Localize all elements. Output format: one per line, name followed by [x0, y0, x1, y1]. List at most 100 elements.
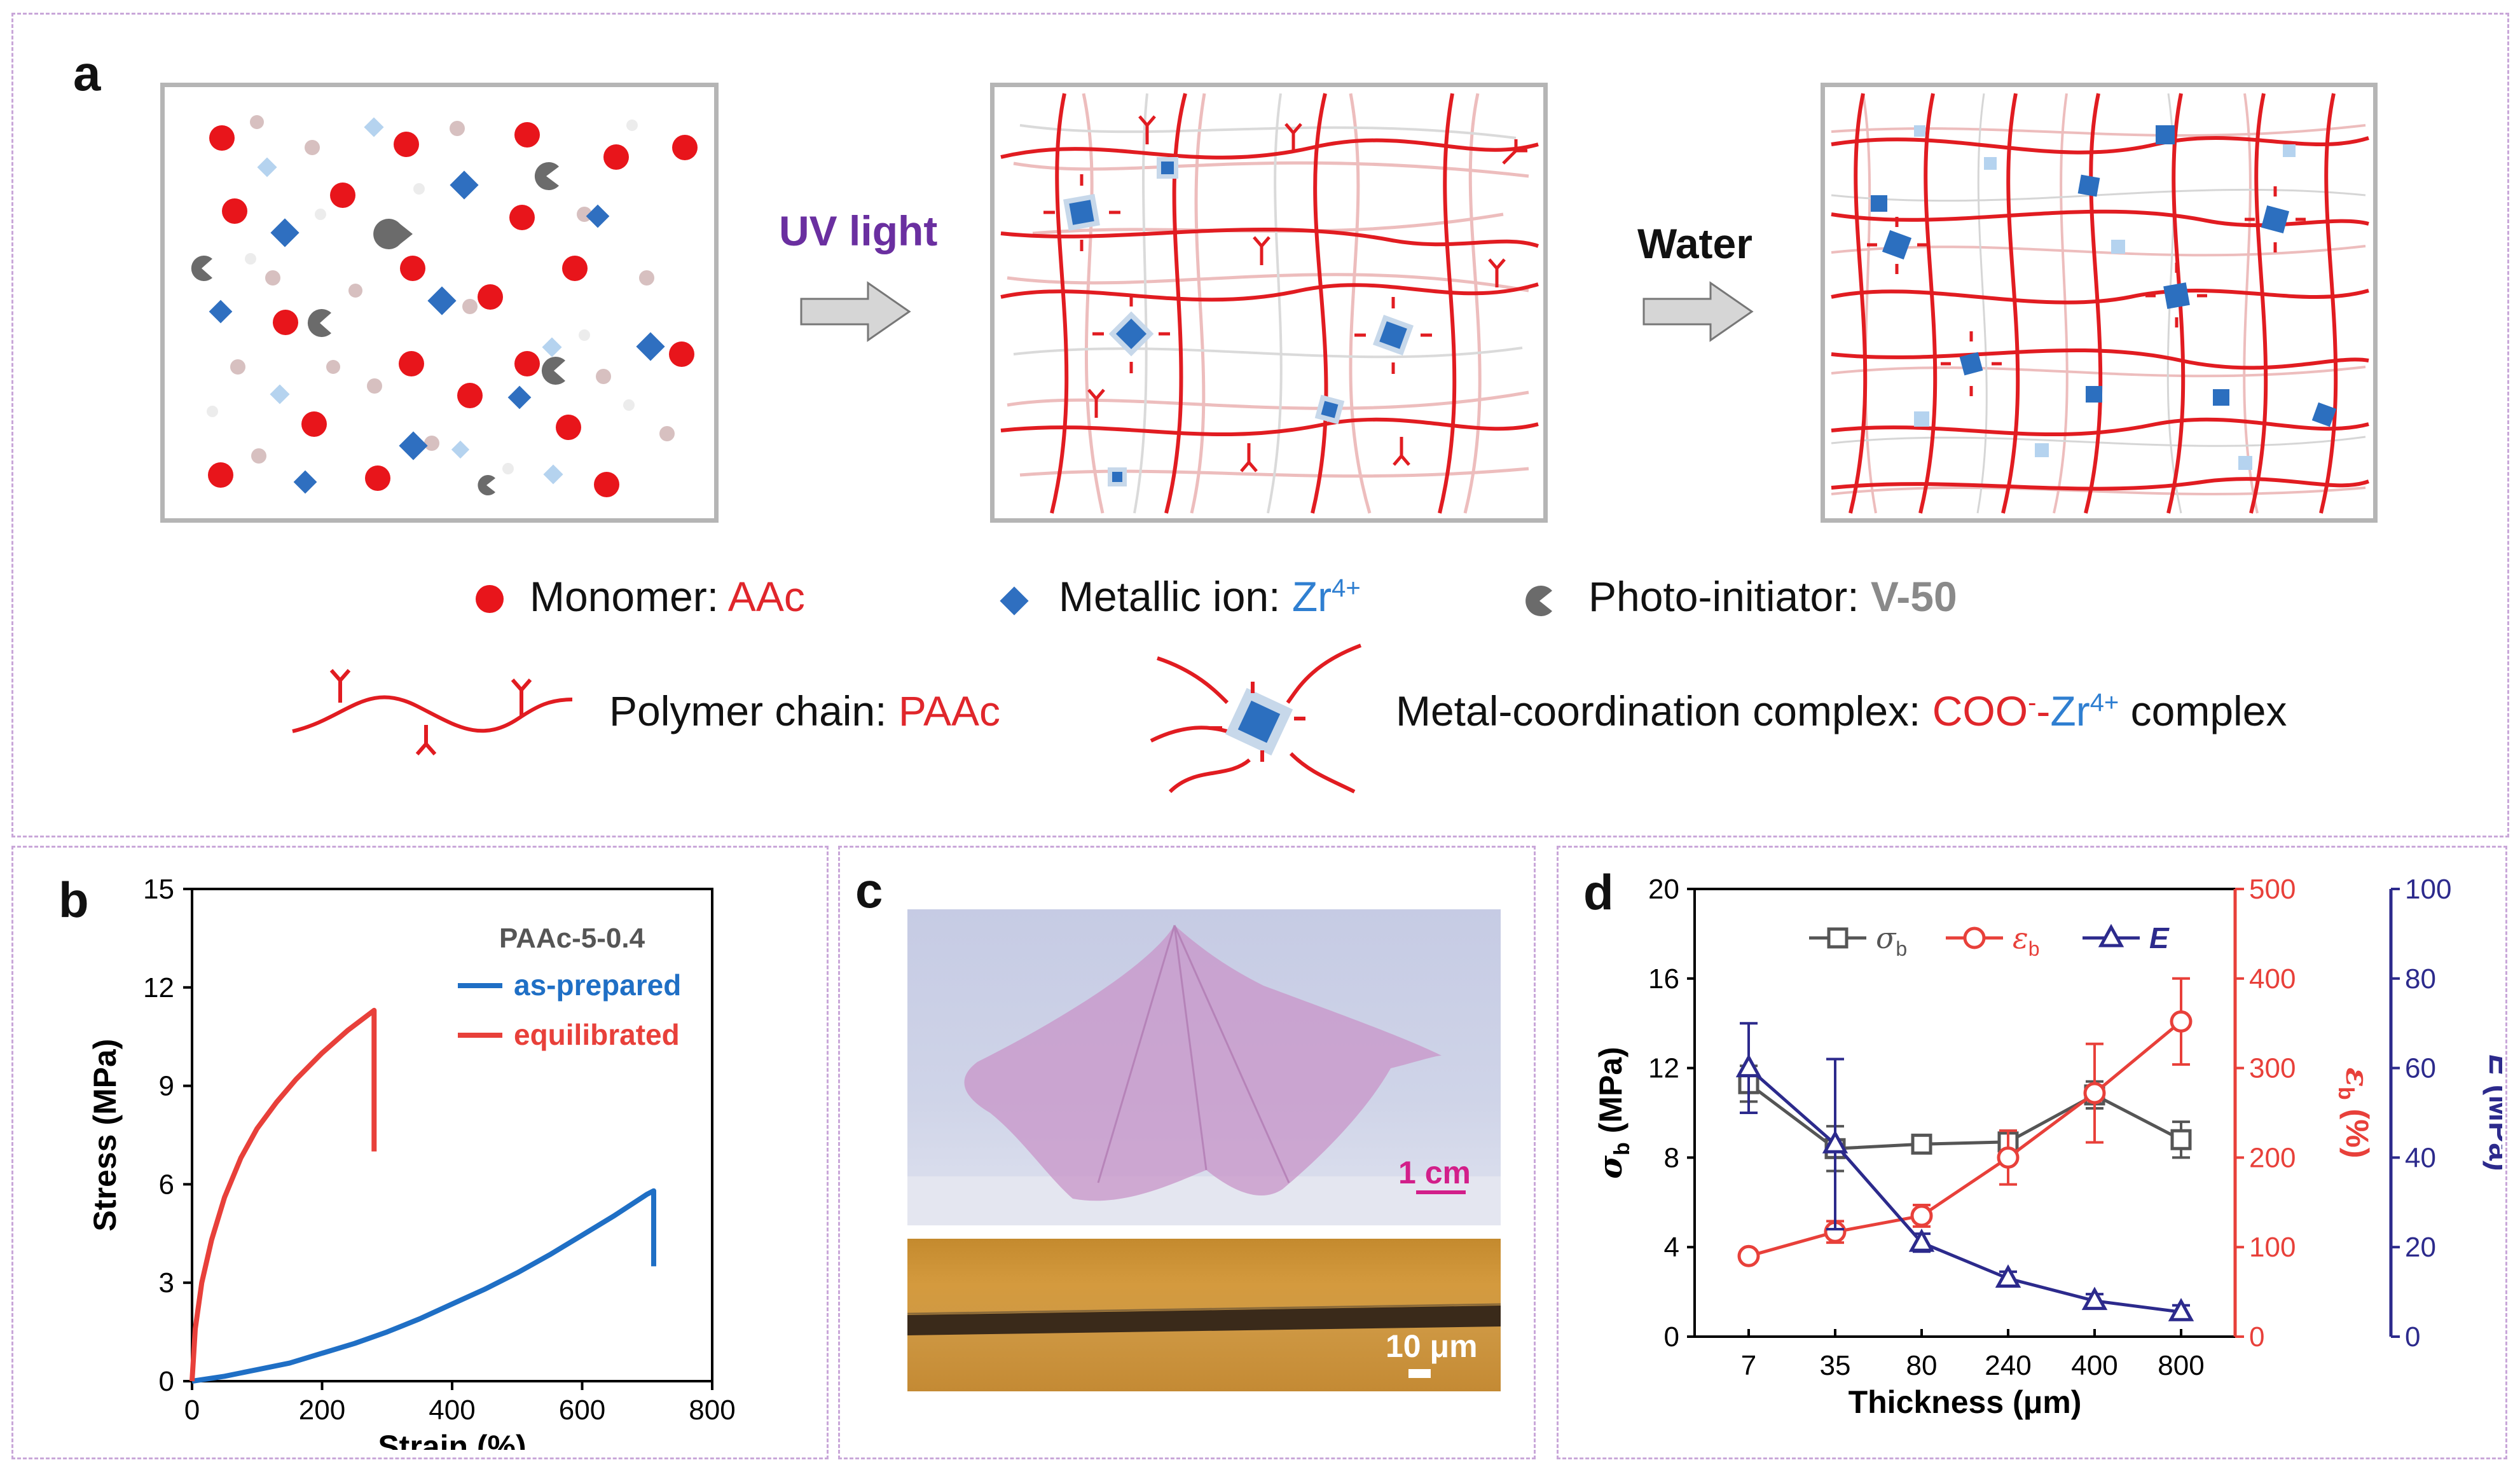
series-equilibrated-line	[189, 1007, 377, 1382]
y-tick-label: 0	[159, 1366, 174, 1397]
legend-title: PAAc-5-0.4	[499, 923, 645, 954]
panel-c	[838, 846, 1536, 1459]
right1-tick-label: 300	[2249, 1053, 2296, 1084]
metal-ion-diamond-icon	[1000, 586, 1029, 616]
panel-a	[11, 13, 2509, 837]
x-tick-label: 600	[559, 1395, 605, 1426]
y-tick-label: 12	[143, 972, 174, 1003]
arrow-water	[1642, 281, 1754, 342]
panel-b	[11, 846, 829, 1459]
panel-b-label: b	[59, 872, 89, 928]
legend-monomer: Monomer: AAc	[530, 573, 805, 620]
x-tick-label: 400	[429, 1395, 475, 1426]
x-tick-label: 800	[2158, 1350, 2204, 1381]
photo-initiator-icon	[1525, 586, 1552, 616]
series-as-prepared-line	[191, 1188, 656, 1384]
polymer-network	[1000, 93, 1539, 514]
legend-metal-ion: Metallic ion: Zr4+	[1059, 573, 1361, 620]
cross-section-photo: 10 μm	[907, 1239, 1501, 1391]
x-tick-label: 80	[1906, 1350, 1938, 1381]
data-point	[1997, 1146, 2020, 1169]
scale-bar-1cm: 1 cm	[1398, 1155, 1471, 1190]
right1-tick-label: 500	[2249, 874, 2296, 905]
series-right1-line	[1748, 1020, 2182, 1258]
x-tick-label: 35	[1820, 1350, 1851, 1381]
film-photo: 1 cm	[907, 909, 1501, 1225]
plot-frame	[191, 888, 713, 1382]
y-tick-label: 3	[159, 1267, 174, 1298]
y-tick-label: 9	[159, 1071, 174, 1102]
legend-marker	[1827, 927, 1849, 949]
legend-label: E	[2149, 921, 2170, 954]
panel-c-label: c	[855, 862, 883, 918]
right-axis-2-label: E (MPa)	[2482, 1054, 2502, 1171]
scale-bar-10um: 10 μm	[1386, 1328, 1478, 1364]
equilibrated-network-box	[1821, 83, 2378, 523]
uv-light-label: UV light	[779, 207, 938, 254]
data-point	[1908, 1228, 1935, 1252]
right1-tick-label: 200	[2249, 1142, 2296, 1173]
right1-tick-label: 400	[2249, 963, 2296, 995]
right2-tick-label: 80	[2405, 963, 2436, 995]
legend-metal-complex: Metal-coordination complex: COO--Zr4+ co…	[1396, 687, 2287, 734]
y-axis-label: Stress (MPa)	[87, 1039, 123, 1232]
legend-marker	[1963, 926, 1986, 949]
metal-complex-icon	[1150, 644, 1362, 794]
data-point	[2170, 1010, 2193, 1033]
data-point	[1822, 1130, 1849, 1154]
right2-tick-label: 40	[2405, 1142, 2436, 1173]
x-axis-label: Thickness (μm)	[1849, 1384, 2082, 1420]
x-axis-label: Strain (%)	[378, 1429, 526, 1450]
x-tick-label: 400	[2071, 1350, 2117, 1381]
dense-network	[1831, 93, 2370, 514]
legend-label-equilibrated: equilibrated	[514, 1018, 680, 1051]
left-tick-label: 16	[1648, 963, 1679, 995]
data-point	[2083, 1082, 2106, 1105]
legend-label: εb	[2013, 921, 2039, 960]
data-point	[2081, 1286, 2108, 1311]
right2-tick-label: 100	[2405, 874, 2451, 905]
right-axis-1-label: εb (%)	[2334, 1068, 2376, 1159]
left-tick-label: 12	[1648, 1053, 1679, 1084]
polymer-network-box	[990, 83, 1548, 523]
panel-d	[1557, 846, 2507, 1459]
legend-photo-initiator: Photo-initiator: V-50	[1588, 573, 1957, 620]
y-tick-label: 15	[143, 874, 174, 905]
x-tick-label: 240	[1985, 1350, 2031, 1381]
right2-tick-label: 20	[2405, 1232, 2436, 1263]
right1-tick-label: 0	[2249, 1321, 2264, 1353]
data-point	[2170, 1129, 2192, 1150]
left-tick-label: 4	[1664, 1232, 1679, 1263]
x-tick-label: 0	[184, 1395, 200, 1426]
polymer-chain-icon	[292, 669, 573, 755]
arrow-uv	[800, 281, 911, 342]
right2-tick-label: 60	[2405, 1053, 2436, 1084]
legend-label-as-prepared: as-prepared	[514, 968, 681, 1002]
data-point	[1737, 1244, 1760, 1267]
right1-tick-label: 100	[2249, 1232, 2296, 1263]
x-tick-label: 7	[1741, 1350, 1756, 1381]
series-left-line	[1747, 1082, 2182, 1150]
legend-polymer-chain: Polymer chain: PAAc	[609, 687, 1001, 734]
series-right2-line	[1747, 1066, 2182, 1314]
precursor-solution-box	[160, 83, 719, 523]
panel-a-label: a	[73, 45, 101, 101]
legend-label: σb	[1876, 921, 1907, 960]
x-tick-label: 800	[689, 1395, 735, 1426]
left-tick-label: 0	[1664, 1321, 1679, 1353]
precursor-molecules	[191, 115, 698, 497]
cross-section-image	[907, 1303, 1501, 1378]
x-tick-label: 200	[299, 1395, 345, 1426]
water-label: Water	[1637, 220, 1752, 267]
legend-marker	[2098, 923, 2124, 947]
left-tick-label: 8	[1664, 1142, 1679, 1173]
data-point	[2168, 1298, 2194, 1321]
data-point	[1911, 1133, 1932, 1155]
panel-d-label: d	[1583, 864, 1614, 920]
transparent-film-image	[907, 925, 1501, 1225]
data-point	[1910, 1204, 1933, 1227]
data-point	[1995, 1264, 2021, 1288]
monomer-dot-icon	[476, 585, 504, 613]
